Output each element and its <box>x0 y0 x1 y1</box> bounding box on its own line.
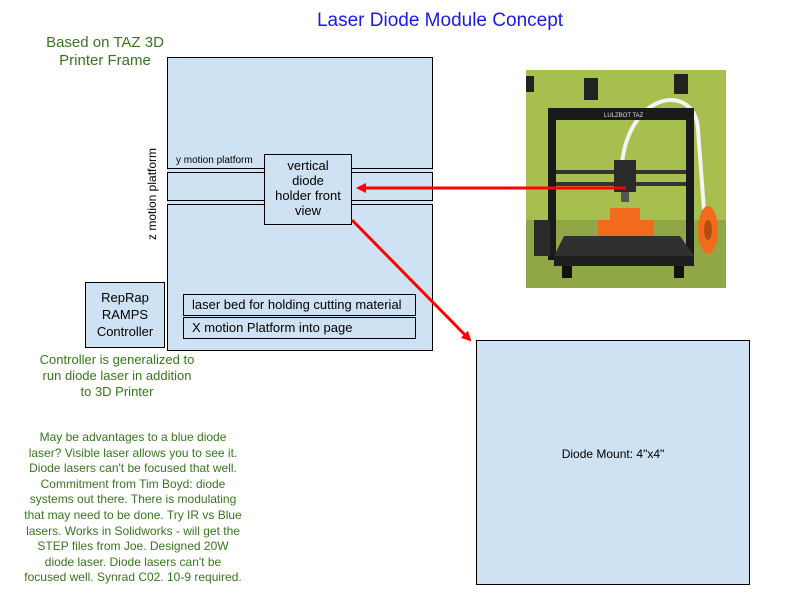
diode-mount-label: Diode Mount: 4"x4" <box>561 447 665 461</box>
note-line: lasers. Works in Solidworks - will get t… <box>26 523 240 538</box>
controller-note: Controller is generalized to run diode l… <box>24 352 210 400</box>
diode-holder-line: vertical <box>287 158 329 173</box>
diagram-title: Laser Diode Module Concept <box>316 10 564 31</box>
controller-line: Controller <box>96 324 154 339</box>
controller-note-line: Controller is generalized to <box>39 352 195 367</box>
note-line: focused well. Synrad C02. 10-9 required. <box>24 570 242 585</box>
printer-photo: LULZBOT TAZ <box>526 70 726 288</box>
frame-note-line: Based on TAZ 3D <box>46 34 164 51</box>
note-line: systems out there. There is modulating <box>29 492 237 507</box>
controller-note-line: to 3D Printer <box>80 384 154 399</box>
meeting-notes: May be advantages to a blue diode laser?… <box>12 430 254 586</box>
diode-holder-line: holder front <box>275 188 341 203</box>
frame-note: Based on TAZ 3D Printer Frame <box>40 34 170 70</box>
note-line: diode laser. Diode lasers can't be <box>44 554 222 569</box>
y-platform-label: y motion platform <box>176 155 253 166</box>
diode-mount-box: Diode Mount: 4"x4" <box>476 340 750 585</box>
controller-note-line: run diode laser in addition <box>42 368 192 383</box>
note-line: STEP files from Joe. Designed 20W <box>37 539 229 554</box>
frame-note-line: Printer Frame <box>59 52 151 69</box>
diode-holder-line: view <box>294 203 321 218</box>
controller-line: RepRap <box>101 290 149 305</box>
note-line: laser? Visible laser allows you to see i… <box>28 445 238 460</box>
printer-illustration: LULZBOT TAZ <box>526 70 726 288</box>
laser-bed-box: laser bed for holding cutting material <box>183 294 416 316</box>
holder-to-mount-arrow <box>350 218 472 342</box>
controller-box: RepRap RAMPS Controller <box>85 282 165 348</box>
controller-line: RAMPS <box>101 307 149 322</box>
diode-holder-box: vertical diode holder front view <box>264 154 352 225</box>
note-line: Diode lasers can't be focused that well. <box>29 461 237 476</box>
x-platform-box: X motion Platform into page <box>183 317 416 339</box>
note-line: Commitment from Tim Boyd: diode <box>40 476 226 491</box>
note-line: May be advantages to a blue diode <box>39 430 227 444</box>
note-line: that may need to be done. Try IR vs Blue <box>24 507 242 522</box>
diode-holder-line: diode <box>292 173 324 188</box>
photo-logo-text: LULZBOT TAZ <box>604 113 644 119</box>
